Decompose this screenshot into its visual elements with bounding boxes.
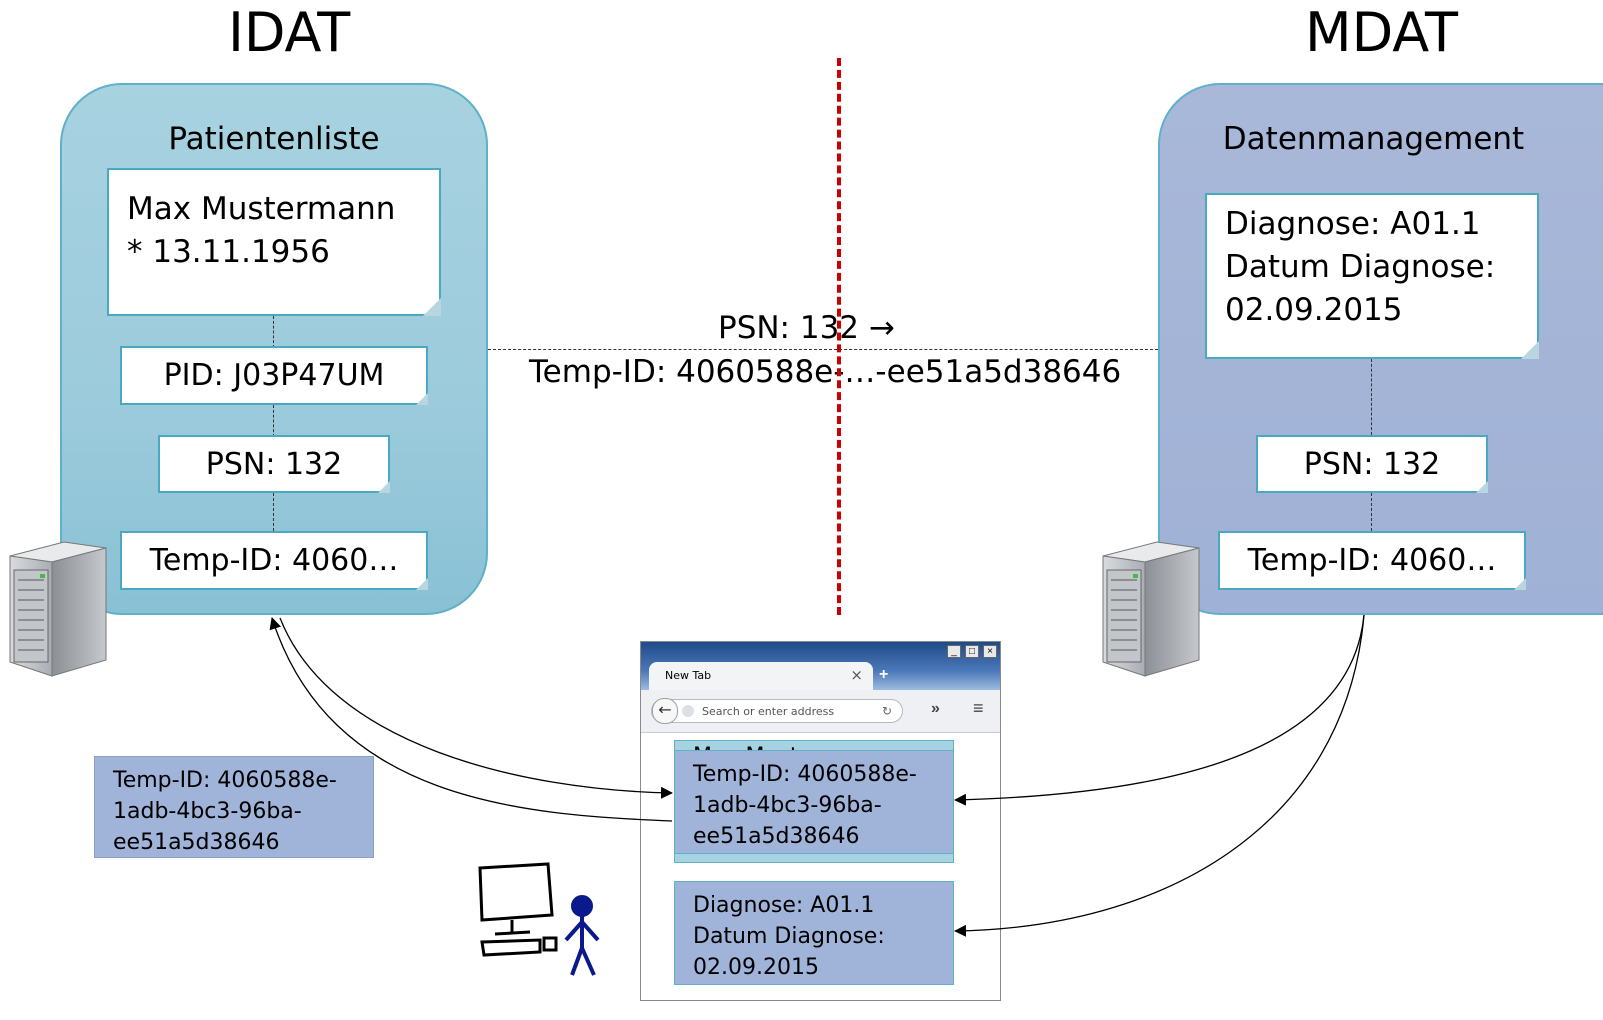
psn-label-right: PSN: 132 (1303, 446, 1441, 482)
address-placeholder: Search or enter address (702, 705, 835, 718)
psn-connection-label: PSN: 132 → (718, 310, 895, 346)
link-line (1371, 493, 1372, 531)
browser-diagnosis-box: Diagnose: A01.1 Datum Diagnose: 02.09.20… (674, 881, 954, 985)
browser-temp-line3: ee51a5d38646 (693, 824, 860, 849)
minimize-icon[interactable]: _ (947, 645, 961, 658)
link-line (273, 316, 274, 348)
browser-diag-line2: Datum Diagnose: (693, 924, 885, 949)
close-window-icon[interactable]: × (983, 645, 997, 658)
client-temp-line3: ee51a5d38646 (113, 830, 280, 855)
temp-id-note-right: Temp-ID: 4060… (1218, 531, 1526, 590)
temp-id-label-right: Temp-ID: 4060… (1247, 543, 1497, 578)
request-arrow (269, 617, 673, 822)
browser-toolbar: ← Search or enter address ↻ » ≡ (641, 690, 1000, 733)
person-icon (564, 895, 600, 976)
back-arrow-icon[interactable]: ← (652, 698, 678, 724)
browser-titlebar: _ □ × New Tab × + (641, 642, 1000, 690)
psn-label-left: PSN: 132 (205, 446, 343, 482)
pid-note: PID: J03P47UM (120, 346, 428, 405)
patient-identity-note: Max Mustermann * 13.11.1956 (107, 168, 441, 316)
mdat-diagnosis-arrow (954, 614, 1365, 937)
tab-title: New Tab (665, 669, 712, 682)
psn-note-right: PSN: 132 (1256, 435, 1488, 493)
address-bar[interactable]: ← Search or enter address ↻ (651, 698, 903, 724)
reload-icon[interactable]: ↻ (882, 704, 893, 718)
browser-bar-bottom (674, 853, 954, 863)
domain-divider (837, 58, 841, 615)
mdat-heading: MDAT (1305, 1, 1458, 64)
link-line (1371, 359, 1372, 435)
client-temp-line2: 1adb-4bc3-96ba- (113, 799, 302, 824)
mdat-temp-arrow (954, 614, 1365, 806)
temp-id-connection-label: Temp-ID: 4060588e-…-ee51a5d38646 (529, 354, 1122, 390)
response-arrow (279, 617, 673, 799)
client-temp-id-box: Temp-ID: 4060588e- 1adb-4bc3-96ba- ee51a… (94, 756, 374, 858)
browser-temp-line2: 1adb-4bc3-96ba- (693, 793, 882, 818)
pid-label: PID: J03P47UM (163, 358, 385, 393)
client-temp-line1: Temp-ID: 4060588e- (113, 768, 337, 793)
link-line (273, 405, 274, 437)
browser-diag-line1: Diagnose: A01.1 (693, 893, 875, 918)
server-icon (9, 541, 107, 677)
globe-icon (682, 705, 694, 717)
temp-id-note-left: Temp-ID: 4060… (120, 531, 428, 590)
browser-window: _ □ × New Tab × + ← Search or enter addr… (640, 641, 1001, 1001)
computer-icon (478, 862, 558, 957)
idat-heading: IDAT (228, 1, 351, 64)
close-tab-icon[interactable]: × (850, 666, 863, 684)
idat-panel-title: Patientenliste (168, 121, 380, 157)
overflow-chevron-icon[interactable]: » (931, 700, 940, 717)
diagnosis-note: Diagnose: A01.1 Datum Diagnose: 02.09.20… (1205, 193, 1539, 359)
server-icon (1102, 541, 1200, 677)
mdat-panel-title: Datenmanagement (1222, 121, 1525, 157)
browser-diag-line3: 02.09.2015 (693, 955, 819, 980)
browser-temp-id-box: Temp-ID: 4060588e- 1adb-4bc3-96ba- ee51a… (674, 750, 954, 854)
temp-id-label-left: Temp-ID: 4060… (149, 543, 399, 578)
maximize-icon[interactable]: □ (965, 645, 979, 658)
psn-connection-line (488, 349, 1158, 350)
psn-note-left: PSN: 132 (158, 435, 390, 493)
link-line (273, 493, 274, 531)
new-tab-icon[interactable]: + (879, 666, 889, 683)
patient-name: Max Mustermann (127, 191, 396, 227)
diagnosis-code: Diagnose: A01.1 (1225, 206, 1481, 242)
diagnosis-date: 02.09.2015 (1225, 292, 1403, 328)
patient-birthdate: * 13.11.1956 (127, 234, 330, 270)
diagnosis-date-label: Datum Diagnose: (1225, 249, 1496, 285)
menu-icon[interactable]: ≡ (973, 698, 984, 718)
browser-temp-line1: Temp-ID: 4060588e- (693, 762, 917, 787)
browser-tab[interactable]: New Tab × (649, 662, 873, 690)
